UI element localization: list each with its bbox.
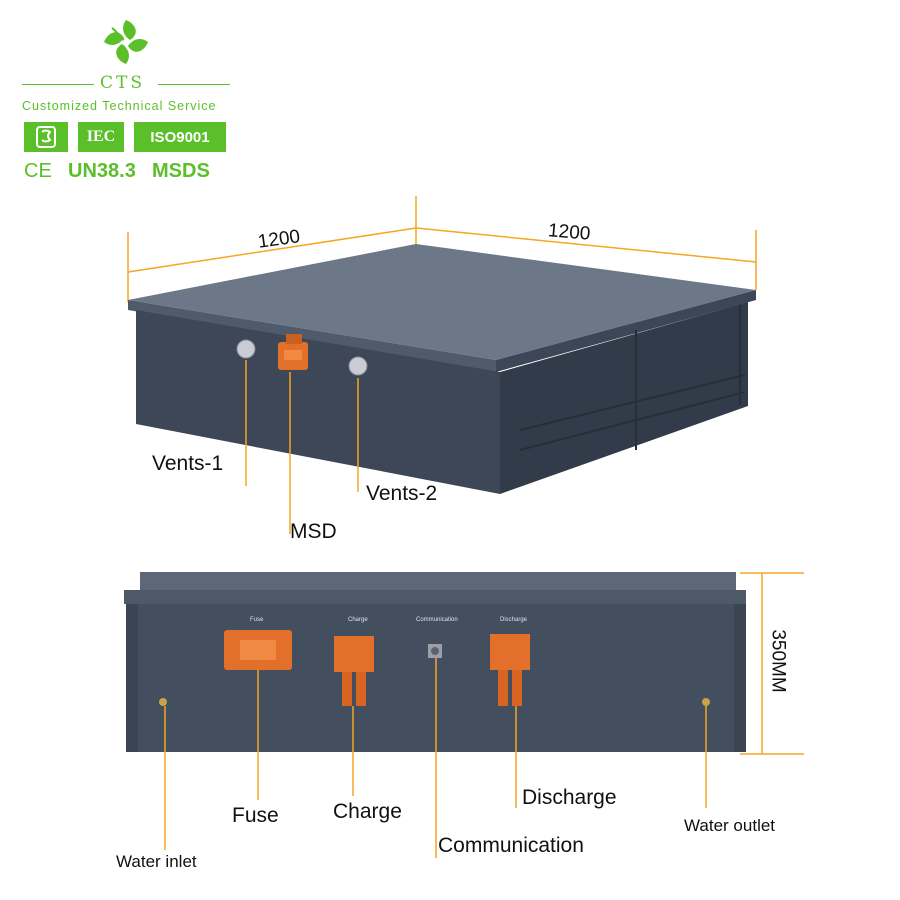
front-lid-edge — [140, 572, 736, 592]
vent-2-icon — [348, 356, 368, 376]
cert-ce: CE — [24, 160, 52, 182]
msd-connector-icon — [278, 334, 308, 370]
discharge-label: Discharge — [522, 786, 617, 809]
brand-name: CTS — [100, 73, 145, 93]
fuse-connector-icon — [224, 630, 292, 670]
cert-shield-badge — [24, 122, 68, 152]
charge-port-title: Charge — [348, 617, 368, 623]
cert-iso-badge: ISO9001 — [134, 122, 226, 152]
dimension-lines-top — [127, 196, 757, 302]
msd-label: MSD — [290, 520, 337, 543]
communication-port-title: Communication — [416, 617, 458, 623]
charge-label: Charge — [333, 800, 402, 823]
charge-connector-icon — [334, 636, 374, 706]
discharge-connector-icon — [490, 634, 530, 706]
communication-port-icon — [428, 644, 442, 658]
vents-1-label: Vents-1 — [152, 452, 224, 475]
cert-un383: UN38.3 — [68, 160, 136, 182]
communication-label: Communication — [438, 834, 584, 857]
battery-lid — [128, 244, 756, 360]
vents-2-label: Vents-2 — [366, 482, 438, 505]
cert-iec-label: IEC — [86, 128, 116, 145]
height-label: 350MM — [767, 629, 789, 693]
water-outlet-icon — [702, 698, 710, 706]
fuse-label: Fuse — [232, 804, 279, 827]
battery-side-face — [500, 302, 748, 494]
cert-iec-badge: IEC — [78, 122, 124, 152]
fuse-port-title: Fuse — [250, 617, 264, 623]
water-outlet-label: Water outlet — [684, 816, 776, 835]
water-inlet-label: Water inlet — [116, 852, 197, 871]
brand-tagline: Customized Technical Service — [22, 99, 217, 113]
water-inlet-icon — [159, 698, 167, 706]
cert-msds: MSDS — [152, 160, 210, 182]
front-body — [126, 604, 746, 752]
cert-iso-label: ISO9001 — [150, 128, 210, 146]
vent-1-icon — [236, 339, 256, 359]
dimension-length-label: 1200 — [256, 226, 302, 253]
discharge-port-title: Discharge — [500, 617, 528, 623]
dimension-width-label: 1200 — [547, 220, 592, 245]
